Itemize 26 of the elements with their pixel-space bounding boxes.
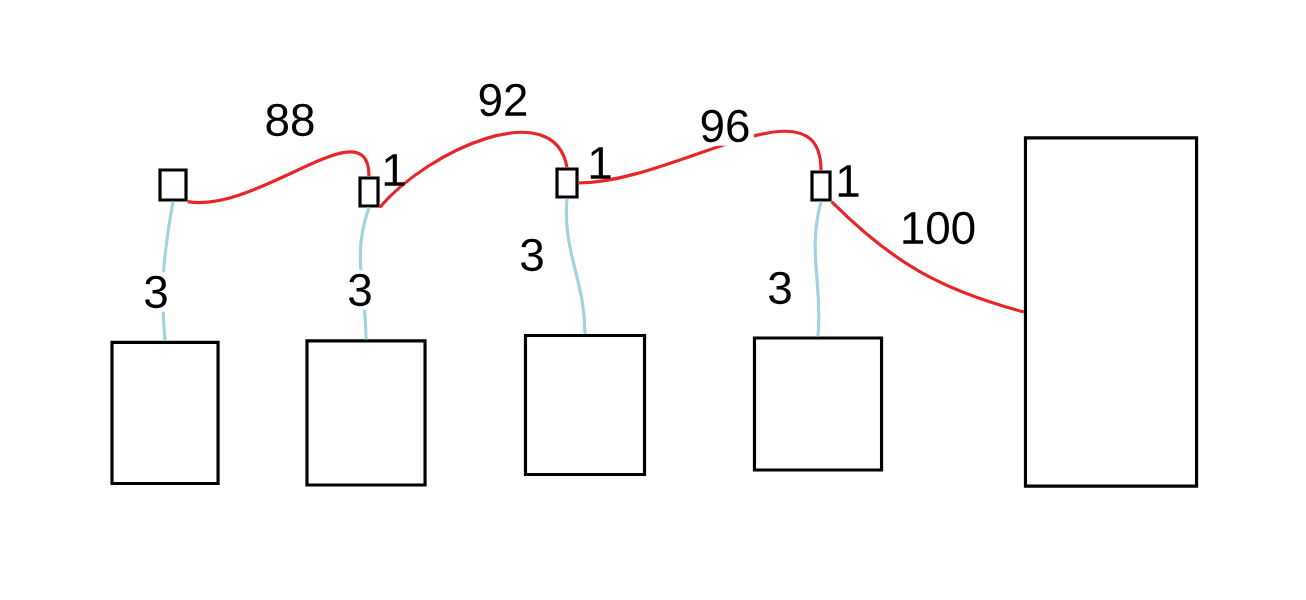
box (810, 170, 832, 202)
box (523, 333, 647, 477)
connector-line (187, 150, 371, 204)
box (305, 339, 427, 487)
side-label: 1 (590, 147, 611, 179)
edge-label: 96 (696, 106, 754, 146)
side-label: 1 (384, 154, 405, 186)
box (358, 176, 380, 208)
box (752, 336, 884, 472)
connector-line (564, 198, 587, 334)
edge-label: 3 (139, 272, 173, 312)
box (555, 167, 579, 199)
connector-line (578, 129, 823, 185)
edge-label: 3 (515, 235, 549, 275)
edge-label: 3 (343, 270, 377, 310)
box (158, 168, 188, 202)
edge-label: 3 (763, 268, 797, 308)
side-label: 1 (838, 165, 859, 197)
box (110, 340, 220, 486)
edge-label: 100 (896, 208, 980, 248)
edge-label: 92 (474, 80, 532, 120)
edge-label: 88 (261, 100, 319, 140)
connector-line (830, 200, 1025, 314)
connector-line (378, 130, 569, 209)
connector-line (813, 201, 823, 337)
box (1023, 136, 1199, 488)
